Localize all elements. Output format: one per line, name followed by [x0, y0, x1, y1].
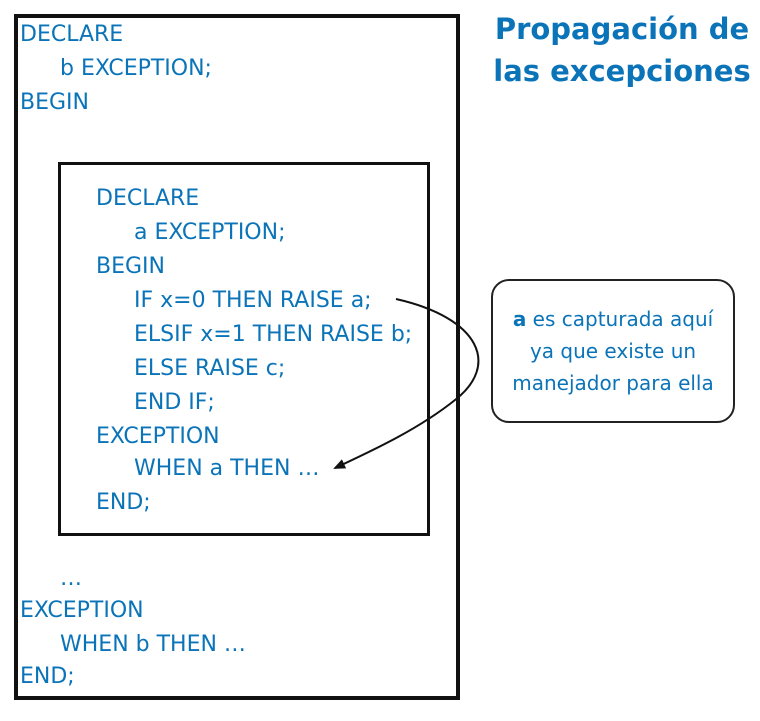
inner-declaration: a EXCEPTION;	[134, 220, 286, 245]
outer-exception: EXCEPTION	[20, 598, 144, 623]
title-line-1: Propagación de	[494, 12, 750, 46]
title-line-2: las excepciones	[493, 54, 751, 88]
outer-declaration: b EXCEPTION;	[60, 56, 212, 81]
outer-begin: BEGIN	[20, 90, 89, 115]
note-line-1: a es capturada aquí	[493, 303, 733, 335]
slide-title: Propagación de las excepciones	[490, 8, 754, 92]
inner-elsif-line: ELSIF x=1 THEN RAISE b;	[134, 322, 413, 347]
outer-declare: DECLARE	[20, 22, 124, 47]
outer-ellipsis: …	[60, 566, 82, 591]
explanation-note: a es capturada aquí ya que existe un man…	[491, 279, 735, 423]
inner-declare: DECLARE	[96, 186, 200, 211]
outer-handler: WHEN b THEN …	[60, 632, 246, 657]
inner-else-line: ELSE RAISE c;	[134, 356, 286, 381]
note-exception-name: a	[512, 307, 527, 331]
note-line-1-text: es capturada aquí	[526, 307, 714, 331]
inner-exception: EXCEPTION	[96, 424, 220, 449]
outer-end: END;	[20, 664, 75, 689]
inner-end: END;	[96, 490, 151, 515]
note-line-3: manejador para ella	[512, 371, 714, 395]
inner-handler: WHEN a THEN …	[134, 456, 320, 481]
note-line-2: ya que existe un	[529, 339, 697, 363]
inner-begin: BEGIN	[96, 254, 165, 279]
inner-if-line: IF x=0 THEN RAISE a;	[134, 288, 372, 313]
inner-endif-line: END IF;	[134, 390, 215, 415]
